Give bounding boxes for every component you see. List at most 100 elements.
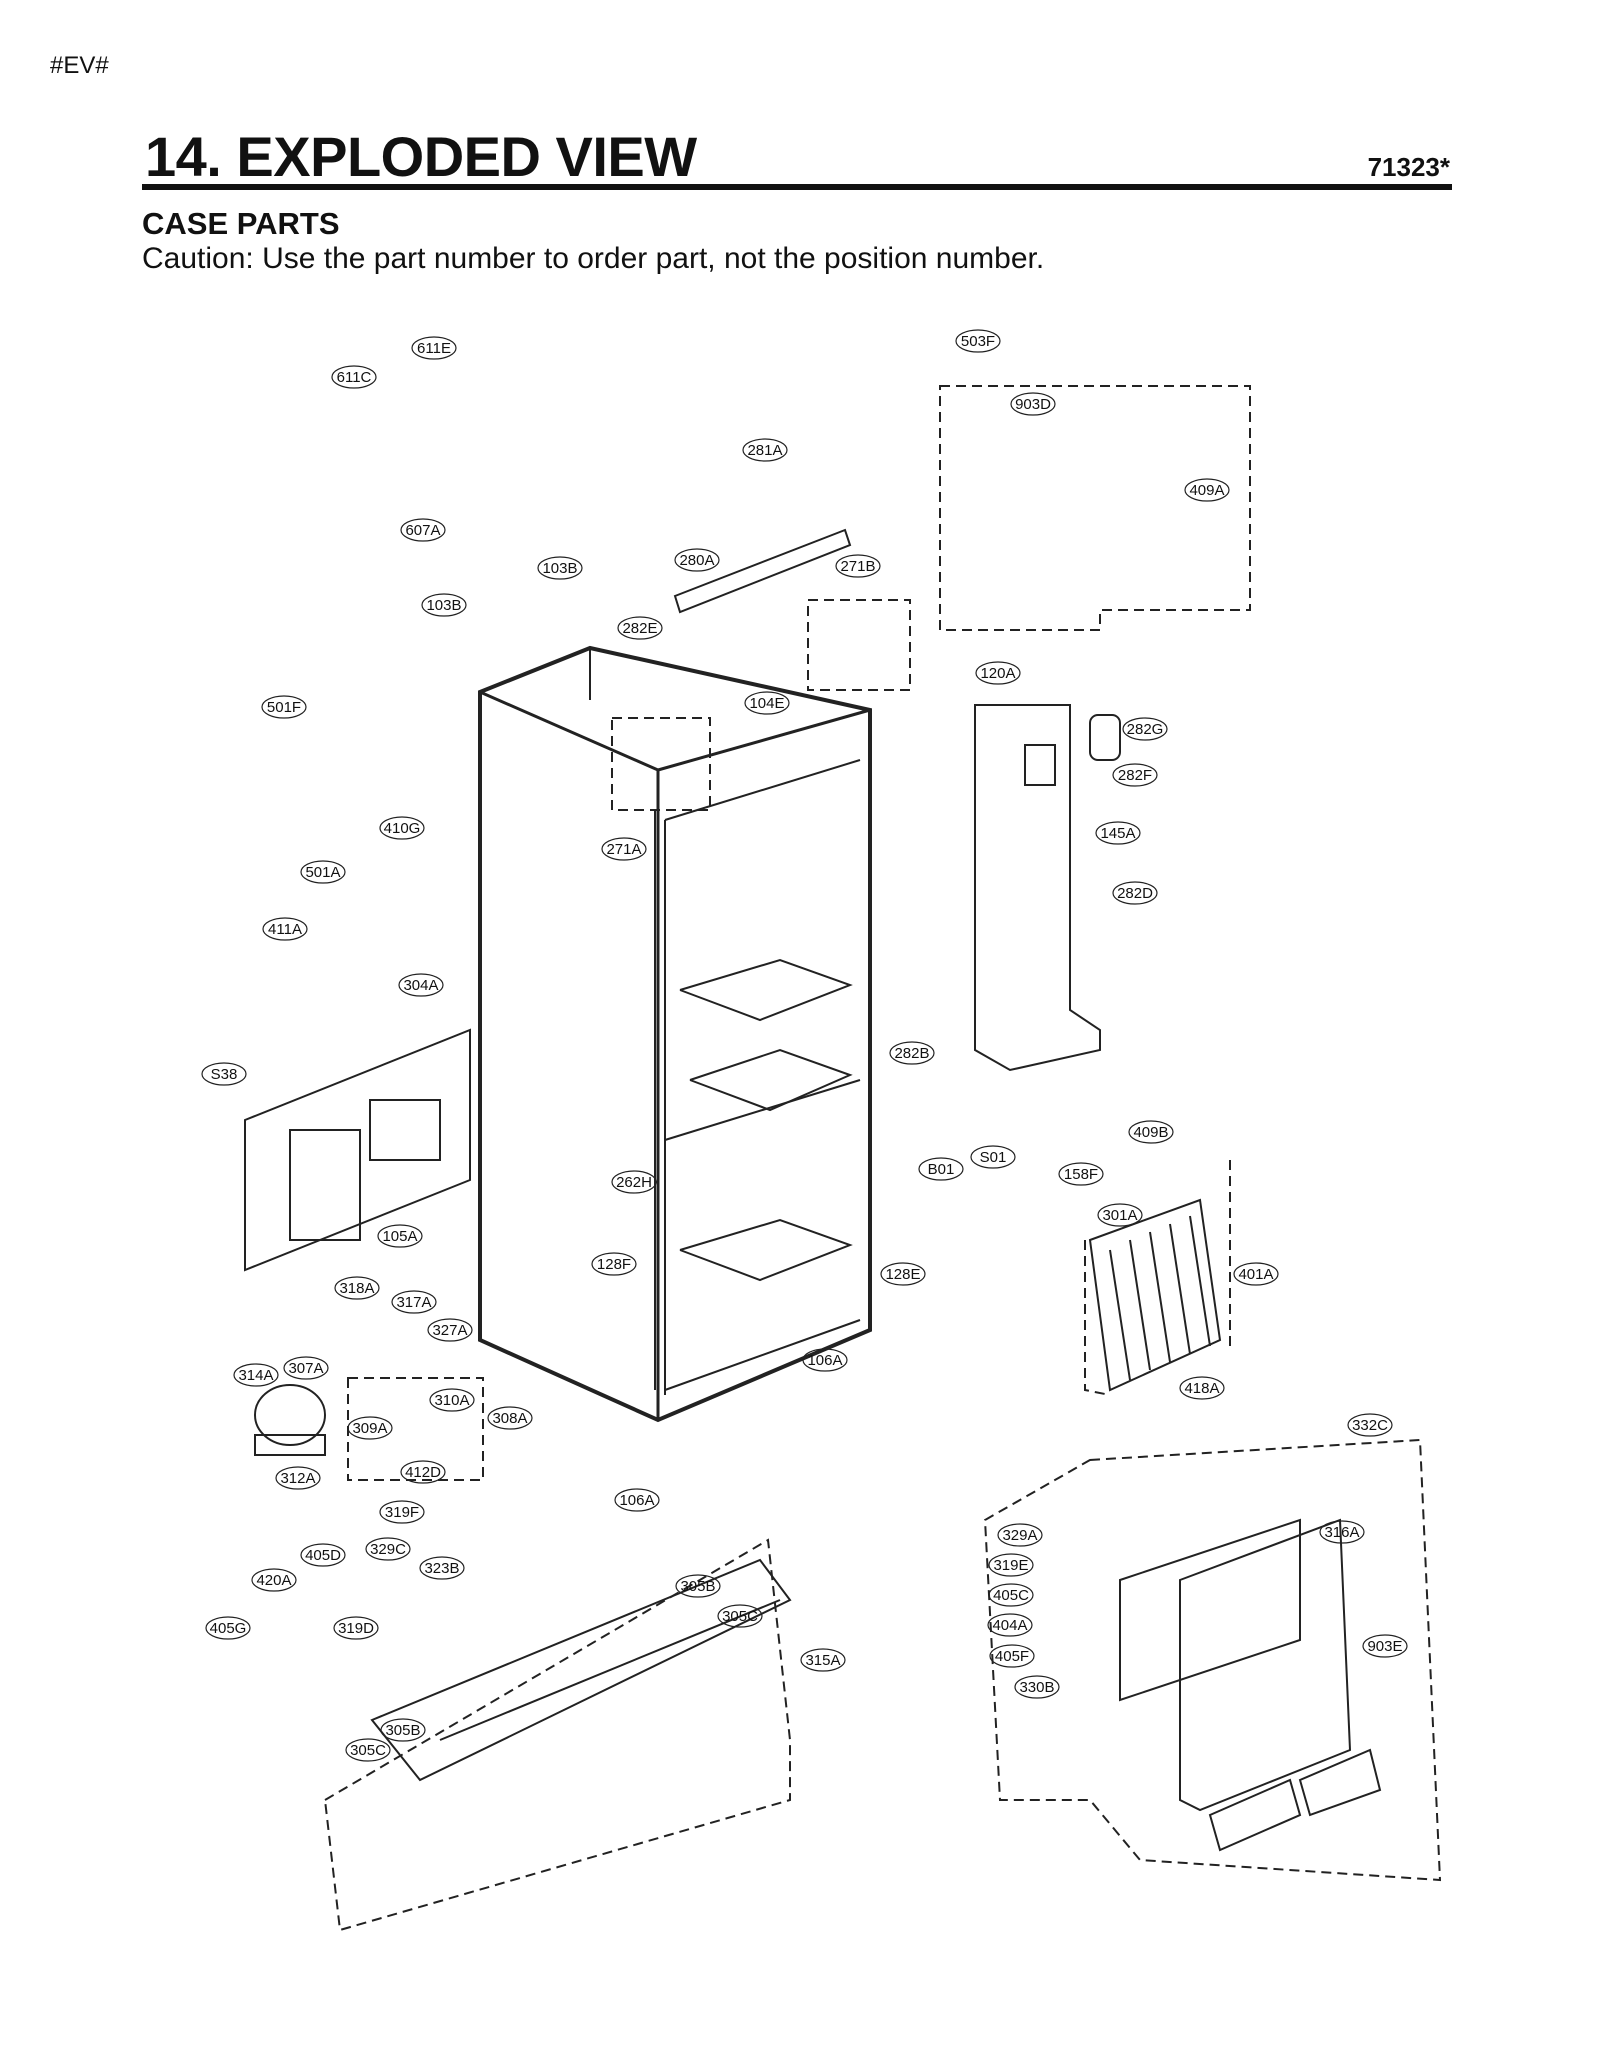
callout-bubble: 128E <box>880 1262 926 1286</box>
callout-label: 323B <box>424 1560 459 1577</box>
callout-bubble: 418A <box>1179 1376 1225 1400</box>
callout-label: 501F <box>267 699 301 716</box>
callout-bubble: 282D <box>1112 881 1158 905</box>
callout-bubble: 312A <box>275 1466 321 1490</box>
callout-bubble: 106A <box>802 1348 848 1372</box>
callout-bubble: 105A <box>377 1224 423 1248</box>
callout-label: 106A <box>619 1492 654 1509</box>
callout-label: 329C <box>370 1541 406 1558</box>
callout-label: 412D <box>405 1464 441 1481</box>
page-title: 14. EXPLODED VIEW <box>145 125 697 188</box>
page-tag: #EV# <box>50 52 109 79</box>
callout-bubble: 301A <box>1097 1203 1143 1227</box>
callout-label: 903E <box>1367 1638 1402 1655</box>
callout-label: 314A <box>238 1367 273 1384</box>
callout-bubble: 305B <box>380 1718 426 1742</box>
callout-bubble: 305C <box>345 1738 391 1762</box>
callout-bubble: 405G <box>205 1616 251 1640</box>
callout-label: 106A <box>807 1352 842 1369</box>
callout-label: 128E <box>885 1266 920 1283</box>
callout-label: 145A <box>1100 825 1135 842</box>
callout-bubble: 332C <box>1347 1413 1393 1437</box>
callout-label: 305B <box>680 1578 715 1595</box>
callout-label: 327A <box>432 1322 467 1339</box>
callout-label: 282D <box>1117 885 1153 902</box>
callout-bubble: 409B <box>1128 1120 1174 1144</box>
callout-bubble: 128F <box>591 1252 637 1276</box>
callout-bubble: 104E <box>744 691 790 715</box>
callout-label: 158F <box>1064 1166 1098 1183</box>
section-title: CASE PARTS <box>142 206 340 241</box>
callout-bubble: 503F <box>955 329 1001 353</box>
callout-label: 128F <box>597 1256 631 1273</box>
callout-label: 282G <box>1127 721 1164 738</box>
callout-bubble: 405D <box>300 1543 346 1567</box>
callout-bubble: 329A <box>997 1523 1043 1547</box>
callout-bubble: 501F <box>261 695 307 719</box>
callout-label: S01 <box>980 1149 1007 1166</box>
callout-label: 319F <box>385 1504 419 1521</box>
callout-label: 105A <box>382 1228 417 1245</box>
callout-label: 330B <box>1019 1679 1054 1696</box>
callout-bubble: 282G <box>1122 717 1168 741</box>
callout-bubble: 314A <box>233 1363 279 1387</box>
base-plate <box>370 1558 792 1782</box>
caution-note: Caution: Use the part number to order pa… <box>142 242 1045 275</box>
callout-bubble: 262H <box>611 1170 657 1194</box>
callout-bubble: 412D <box>400 1460 446 1484</box>
title-rule <box>142 184 1452 190</box>
compressor <box>254 1384 326 1456</box>
callout-bubble: 305C <box>717 1604 763 1628</box>
callout-label: 280A <box>679 552 714 569</box>
callout-bubble: S01 <box>970 1145 1016 1169</box>
callout-bubble: 327A <box>427 1318 473 1342</box>
callout-label: 411A <box>268 921 302 938</box>
callout-label: 282B <box>894 1045 929 1062</box>
callout-label: 418A <box>1184 1380 1219 1397</box>
callout-label: 405F <box>995 1648 1029 1665</box>
door-liner <box>974 704 1121 1072</box>
callout-bubble: B01 <box>918 1157 964 1181</box>
callout-label: 120A <box>980 665 1015 682</box>
callout-bubble: 316A <box>1319 1520 1365 1544</box>
callout-label: 315A <box>805 1652 840 1669</box>
callout-label: 611C <box>337 369 372 386</box>
callout-label: 271B <box>840 558 875 575</box>
callout-bubble: 103B <box>537 556 583 580</box>
callout-bubble: 903D <box>1010 392 1056 416</box>
callout-label: 307A <box>288 1360 323 1377</box>
callout-bubble: 280A <box>674 548 720 572</box>
callout-bubble: 120A <box>975 661 1021 685</box>
callout-bubble: 307A <box>283 1356 329 1380</box>
callout-bubble: 106A <box>614 1488 660 1512</box>
cabinet-body <box>478 645 872 1423</box>
callout-label: 104E <box>749 695 784 712</box>
callout-bubble: 282F <box>1112 763 1158 787</box>
callout-label: 404A <box>992 1617 1027 1634</box>
dispenser-assembly <box>1119 1518 1382 1852</box>
callout-label: 319D <box>338 1620 374 1637</box>
callout-bubble: 409A <box>1184 478 1230 502</box>
callout-bubble: 501A <box>300 860 346 884</box>
callout-label: 271A <box>606 841 641 858</box>
callout-label: 305C <box>722 1608 758 1625</box>
callout-bubble: 308A <box>487 1406 533 1430</box>
callout-bubble: 282B <box>889 1041 935 1065</box>
back-cover <box>244 1028 471 1272</box>
callout-label: 903D <box>1015 396 1051 413</box>
callout-label: 308A <box>492 1410 527 1427</box>
callout-label: 329A <box>1002 1527 1037 1544</box>
callout-bubble: 317A <box>391 1290 437 1314</box>
callout-label: 282F <box>1118 767 1152 784</box>
assembly-boundaries <box>323 385 1442 1932</box>
callout-bubble: 323B <box>419 1556 465 1580</box>
callout-bubble: 611E <box>411 336 457 360</box>
callout-bubble: 281A <box>742 438 788 462</box>
callout-bubble: 319E <box>988 1553 1034 1577</box>
callout-bubble: 304A <box>398 973 444 997</box>
callout-label: 319E <box>993 1557 1028 1574</box>
callout-label: 607A <box>405 522 440 539</box>
callout-label: 405G <box>210 1620 247 1637</box>
callout-label: 409A <box>1189 482 1224 499</box>
callout-label: 503F <box>961 333 995 350</box>
